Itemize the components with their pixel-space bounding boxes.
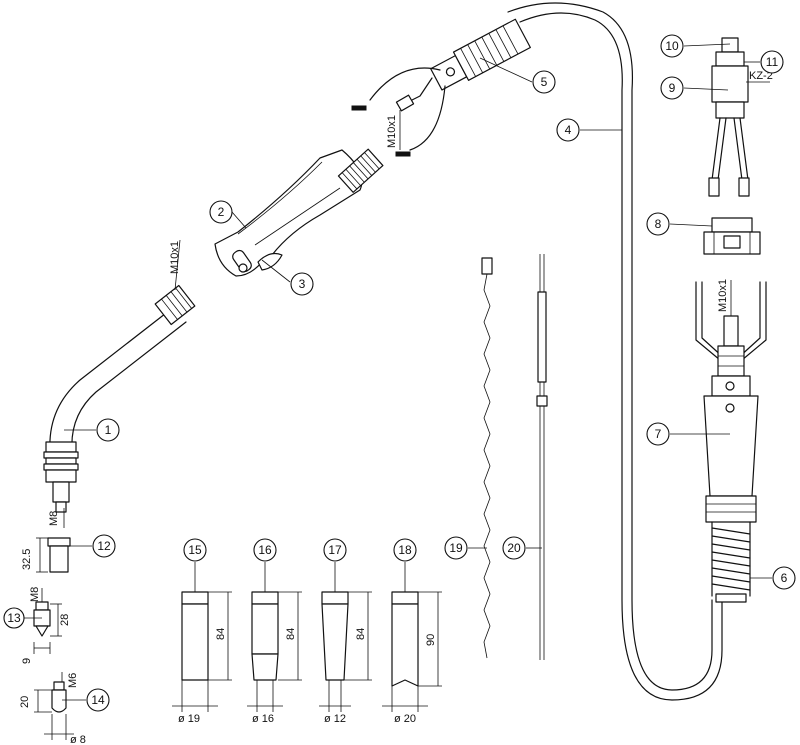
control-plug: KZ-2 — [708, 37, 773, 197]
callout-15: 15 — [183, 538, 207, 562]
callout-4: 4 — [556, 118, 580, 142]
svg-text:8: 8 — [655, 217, 662, 231]
nozzle-17: 84 ø 12 — [319, 591, 372, 725]
callout-19: 19 — [444, 536, 468, 560]
hose — [507, 2, 723, 701]
part13-height-label: 28 — [59, 614, 71, 626]
part13-width-label: 9 — [21, 658, 33, 664]
nozzle15-length-label: 84 — [215, 628, 227, 640]
callout-6: 6 — [772, 566, 796, 590]
neck-thread-label: M10x1 — [169, 241, 181, 274]
nozzle15-diameter-label: ø 19 — [178, 713, 200, 725]
svg-text:5: 5 — [541, 75, 548, 89]
swan-neck: M8 M10x1 — [43, 239, 196, 528]
contact-tip: M6 20 ø 8 — [19, 672, 86, 745]
callout-7: 7 — [646, 422, 670, 446]
connector-label: KZ-2 — [749, 70, 773, 82]
callout-12: 12 — [92, 534, 116, 558]
handle-thread-label: M10x1 — [386, 115, 398, 148]
callout-2: 2 — [209, 200, 233, 224]
liners — [481, 254, 548, 660]
nozzle-16: 84 ø 16 — [247, 591, 302, 725]
svg-text:7: 7 — [655, 427, 662, 441]
part14-diameter-label: ø 8 — [70, 734, 86, 745]
svg-text:3: 3 — [299, 277, 306, 291]
neck-end-thread-label: M8 — [48, 511, 60, 526]
callout-9: 9 — [660, 76, 684, 100]
callout-1: 1 — [96, 418, 120, 442]
svg-text:18: 18 — [398, 543, 412, 557]
leader-lines — [24, 43, 772, 701]
svg-text:2: 2 — [218, 205, 225, 219]
callout-5: 5 — [532, 70, 556, 94]
handle-connector: M10x1 — [351, 18, 531, 157]
svg-text:16: 16 — [258, 543, 272, 557]
callout-17: 17 — [323, 538, 347, 562]
gas-diffuser: 32.5 — [21, 537, 71, 573]
tip-adapter: 28 M8 9 — [21, 587, 71, 664]
svg-text:4: 4 — [565, 123, 572, 137]
svg-text:13: 13 — [7, 611, 21, 625]
part14-thread-label: M6 — [67, 673, 79, 688]
callout-14: 14 — [86, 688, 110, 712]
callout-11: 11 — [760, 50, 784, 74]
nozzle-15: 84 ø 19 — [172, 591, 232, 725]
nozzle18-length-label: 90 — [425, 634, 437, 646]
svg-text:10: 10 — [665, 39, 679, 53]
svg-text:17: 17 — [328, 543, 342, 557]
callout-13: 13 — [3, 607, 25, 629]
part13-thread-label: M8 — [29, 587, 41, 602]
svg-text:9: 9 — [669, 81, 676, 95]
part12-height-label: 32.5 — [21, 549, 33, 570]
callout-3: 3 — [290, 272, 314, 296]
callout-18: 18 — [393, 538, 417, 562]
nozzle18-diameter-label: ø 20 — [394, 713, 416, 725]
svg-text:6: 6 — [781, 571, 788, 585]
svg-text:20: 20 — [507, 541, 521, 555]
svg-text:1: 1 — [105, 423, 112, 437]
nozzle16-diameter-label: ø 16 — [252, 713, 274, 725]
svg-text:15: 15 — [188, 543, 202, 557]
svg-text:11: 11 — [766, 55, 779, 69]
coupling-nut — [703, 217, 761, 255]
callout-16: 16 — [253, 538, 277, 562]
callout-10: 10 — [660, 34, 684, 58]
nozzle17-diameter-label: ø 12 — [324, 713, 346, 725]
plug-thread-label: M10x1 — [717, 279, 729, 312]
svg-text:14: 14 — [91, 693, 105, 707]
part14-height-label: 20 — [19, 696, 31, 708]
svg-text:19: 19 — [449, 541, 463, 555]
callout-bubbles: 1 2 3 4 5 6 7 8 9 10 11 12 13 14 15 16 1… — [3, 34, 796, 712]
nozzle17-length-label: 84 — [355, 628, 367, 640]
callout-20: 20 — [502, 536, 526, 560]
callout-8: 8 — [646, 212, 670, 236]
svg-text:12: 12 — [97, 539, 111, 553]
machine-plug: M10x1 — [695, 279, 767, 603]
torch-handle — [214, 148, 384, 277]
nozzle16-length-label: 84 — [285, 628, 297, 640]
nozzle-18: 90 ø 20 — [382, 591, 442, 725]
